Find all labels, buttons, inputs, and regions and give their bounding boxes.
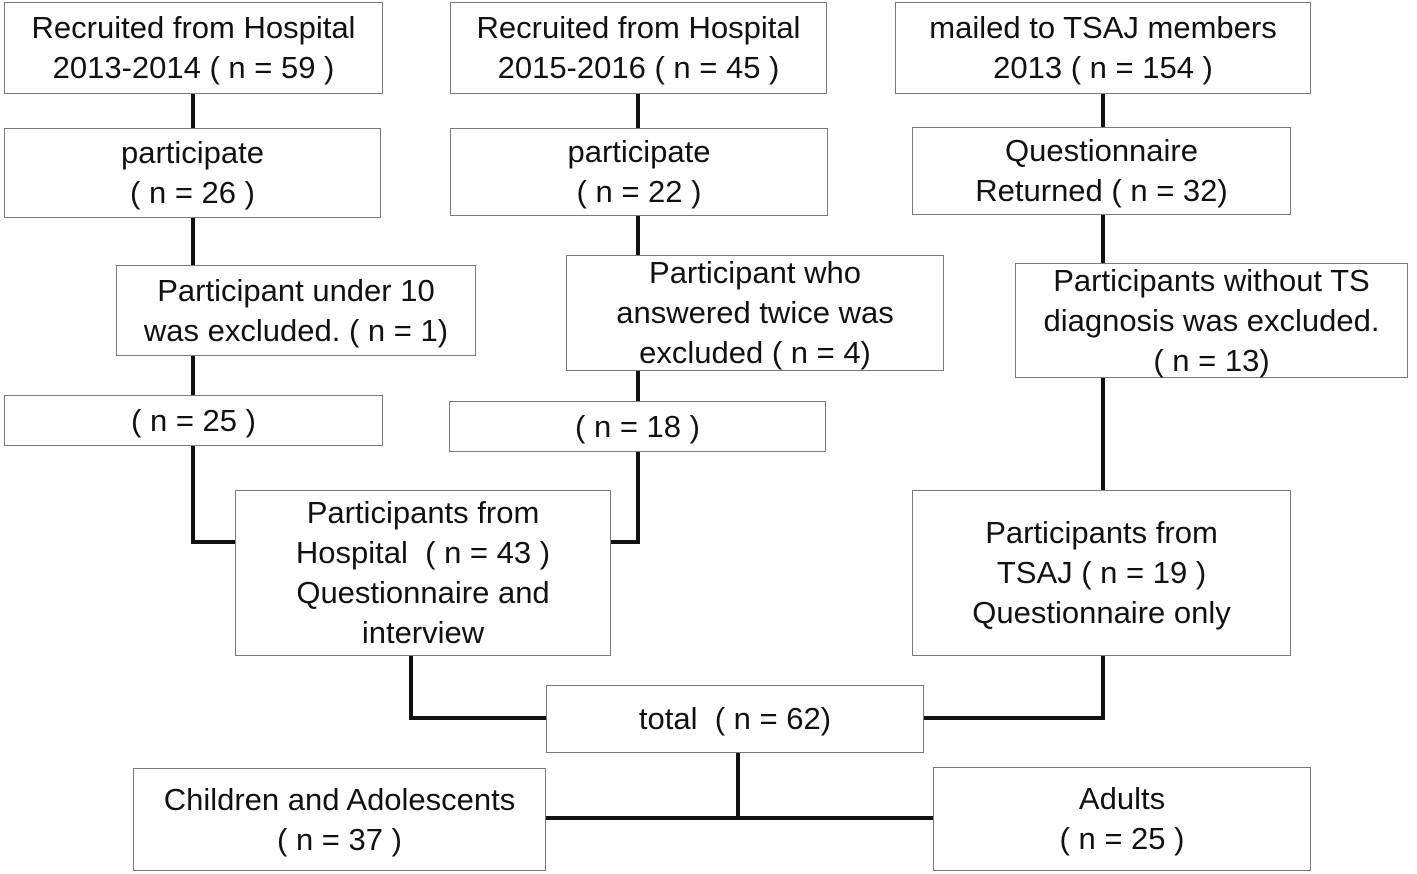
participants-hospital-box: Participants from Hospital ( n = 43 ) Qu… (235, 490, 611, 656)
excluded-under10-line2: was excluded. ( n = 1) (143, 312, 449, 348)
excluded-under10-box: Participant under 10 was excluded. ( n =… (116, 265, 476, 356)
adults-line1: Adults (1078, 781, 1166, 816)
connector-n25-hospital-participants (191, 446, 235, 544)
participants-hospital-line2: Hospital ( n = 43 ) (295, 535, 551, 570)
excluded-no-ts-line1: Participants without TS (1053, 262, 1370, 298)
excluded-no-ts-line2: diagnosis was excluded. (1043, 302, 1380, 338)
tsaj-mailed-box: mailed to TSAJ members 2013 ( n = 154 ) (895, 2, 1311, 94)
participate-2-line2: ( n = 22 ) (576, 174, 702, 209)
participate-1-box: participate ( n = 26 ) (4, 128, 381, 218)
questionnaire-returned-box: Questionnaire Returned ( n = 32) (912, 127, 1291, 215)
adults-line2: ( n = 25 ) (1059, 821, 1185, 856)
participate-1-line2: ( n = 26 ) (130, 175, 255, 210)
children-line1: Children and Adolescents (163, 781, 516, 817)
hospital-2013-box: Recruited from Hospital 2013-2014 ( n = … (4, 2, 383, 94)
participate-2-box: participate ( n = 22 ) (450, 128, 828, 216)
connector-hospital-participants-total (409, 656, 546, 720)
excluded-under10-line1: Participant under 10 (157, 272, 435, 308)
count-25-box: ( n = 25 ) (4, 395, 383, 446)
participants-tsaj-line3: Questionnaire only (972, 595, 1231, 630)
excluded-twice-box: Participant who answered twice was exclu… (566, 255, 944, 371)
tsaj-mailed-line2: 2013 ( n = 154 ) (993, 50, 1213, 85)
connector-n18-hospital-participants (611, 452, 640, 544)
tsaj-mailed-line1: mailed to TSAJ members (929, 10, 1277, 45)
hospital-2015-box: Recruited from Hospital 2015-2016 ( n = … (450, 2, 827, 94)
participants-tsaj-box: Participants from TSAJ ( n = 19 ) Questi… (912, 490, 1291, 656)
count-18-line1: ( n = 18 ) (575, 408, 700, 444)
hospital-2015-line2: 2015-2016 ( n = 45 ) (497, 50, 780, 85)
count-18-box: ( n = 18 ) (449, 401, 826, 452)
children-box: Children and Adolescents ( n = 37 ) (133, 768, 546, 871)
questionnaire-returned-line1: Questionnaire (1004, 133, 1198, 168)
children-line2: ( n = 37 ) (277, 821, 402, 857)
participants-tsaj-line2: TSAJ ( n = 19 ) (996, 555, 1207, 590)
participants-hospital-line3: Questionnaire and (296, 575, 550, 610)
hospital-2015-line1: Recruited from Hospital (476, 10, 801, 45)
questionnaire-returned-line2: Returned ( n = 32) (975, 173, 1228, 208)
excluded-twice-line2: answered twice was (616, 295, 894, 330)
excluded-no-ts-box: Participants without TS diagnosis was ex… (1015, 263, 1408, 378)
participate-2-line1: participate (567, 134, 711, 169)
participants-hospital-line1: Participants from (306, 495, 540, 530)
total-box: total ( n = 62) (546, 685, 924, 753)
participate-1-line1: participate (120, 135, 265, 170)
hospital-2013-line2: 2013-2014 ( n = 59 ) (52, 50, 335, 85)
excluded-twice-line1: Participant who (649, 255, 861, 290)
connector-tsaj-participants-total (924, 656, 1105, 720)
excluded-twice-line3: excluded ( n = 4) (639, 335, 871, 370)
participants-hospital-line4: interview (361, 615, 485, 650)
count-25-line1: ( n = 25 ) (131, 402, 256, 438)
participants-tsaj-line1: Participants from (985, 515, 1218, 550)
hospital-2013-line1: Recruited from Hospital (31, 10, 356, 45)
excluded-no-ts-line3: ( n = 13) (1153, 342, 1270, 378)
adults-box: Adults ( n = 25 ) (933, 767, 1311, 871)
total-line1: total ( n = 62) (638, 701, 832, 736)
